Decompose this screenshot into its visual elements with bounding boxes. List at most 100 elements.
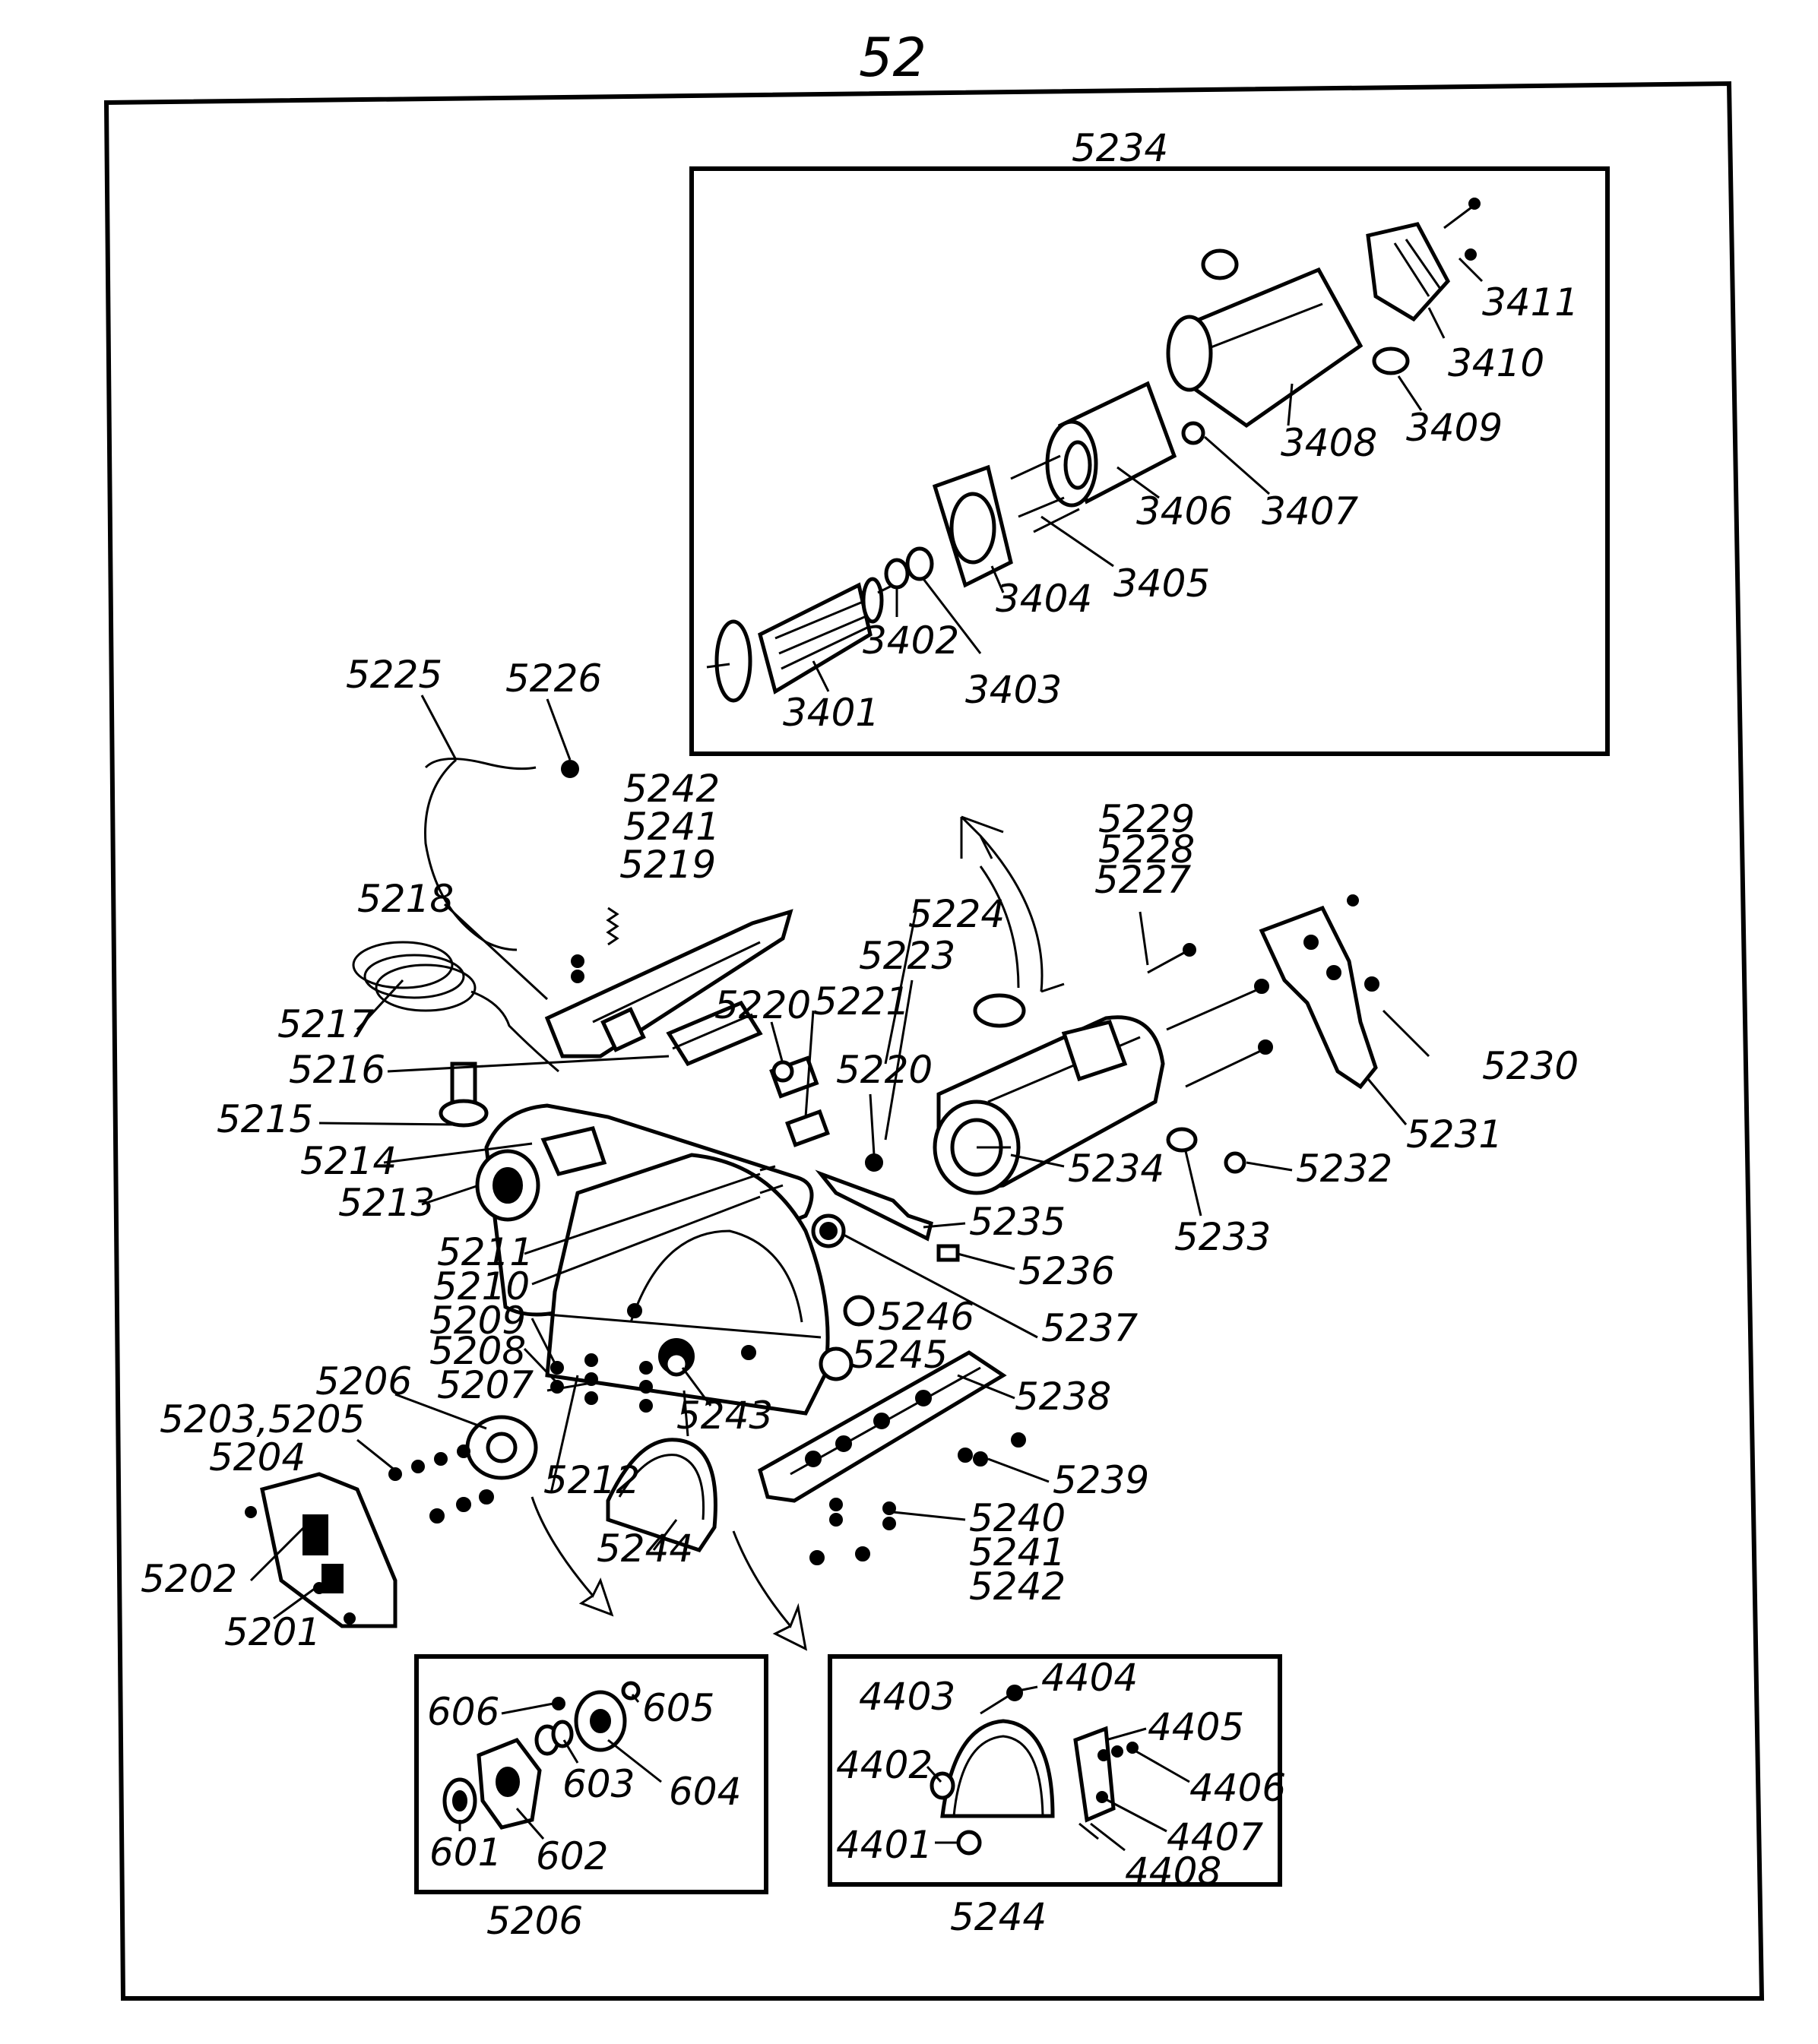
callout-5233: 5233 [1174, 1215, 1271, 1259]
callout-3401: 3401 [783, 691, 879, 735]
callout-603: 603 [562, 1762, 635, 1806]
figure-number: 52 [859, 27, 926, 89]
brush-5233 [1166, 1127, 1198, 1153]
callout-4402: 4402 [836, 1743, 933, 1787]
callout-5206: 5206 [315, 1359, 412, 1403]
callout-5243: 5243 [676, 1394, 773, 1438]
callout-3409: 3409 [1406, 406, 1503, 450]
lower-guard-5244 [606, 1438, 717, 1552]
callout-3408: 3408 [1281, 421, 1377, 465]
motor-exploded-parts [706, 198, 1481, 703]
cord-plug-5226 [561, 760, 579, 778]
callout-3402: 3402 [863, 619, 959, 663]
end-cap-3410 [1366, 222, 1451, 322]
callout-4403: 4403 [859, 1675, 955, 1719]
screw-3407 [1181, 421, 1205, 445]
callout-5230: 5230 [1482, 1044, 1579, 1088]
base-hardware [809, 1432, 1026, 1565]
callout-604: 604 [669, 1770, 741, 1814]
callout-5242-top: 5242 [623, 767, 720, 811]
callout-5236: 5236 [1018, 1249, 1115, 1293]
callout-3407: 3407 [1262, 489, 1358, 533]
motor-inset-frame [689, 166, 1610, 756]
outer-frame [103, 81, 1765, 2001]
callout-5245: 5245 [851, 1333, 948, 1377]
brush-3409 [1372, 346, 1410, 375]
bearing-3402 [884, 558, 910, 590]
callout-5225: 5225 [346, 653, 442, 697]
callout-602: 602 [536, 1834, 608, 1878]
callout-5202: 5202 [141, 1557, 237, 1601]
callout-5242-bottom: 5242 [969, 1565, 1066, 1609]
callout-4405: 4405 [1148, 1705, 1244, 1749]
motor-callouts: 3401 3402 3403 3404 3405 3406 3407 3408 … [783, 280, 1579, 735]
main-leaders [249, 695, 1430, 1620]
callout-5227: 5227 [1094, 858, 1191, 902]
callout-5207: 5207 [437, 1363, 534, 1407]
callout-5241-bottom: 5241 [969, 1530, 1066, 1574]
callout-5229: 5229 [1098, 797, 1195, 841]
bearing-3403 [905, 546, 934, 581]
handle-5218 [544, 909, 793, 1058]
callout-5240: 5240 [969, 1496, 1066, 1540]
callout-5214: 5214 [300, 1139, 397, 1183]
callout-5218: 5218 [357, 877, 454, 921]
main-assembly-parts [245, 758, 1379, 1651]
end-cover-5202 [245, 1472, 397, 1628]
arrow-to-flange-inset [531, 1496, 614, 1617]
callout-601: 601 [429, 1830, 502, 1875]
motor-screws [1147, 943, 1273, 1088]
callout-5210: 5210 [433, 1264, 530, 1308]
callout-5220-a: 5220 [714, 983, 811, 1027]
callout-5241-top: 5241 [623, 805, 720, 849]
callout-5224: 5224 [908, 892, 1005, 936]
callout-5212: 5212 [543, 1458, 640, 1502]
callout-5204: 5204 [209, 1435, 306, 1479]
callout-3411: 3411 [1482, 280, 1579, 324]
callout-5234-main: 5234 [1068, 1147, 1164, 1191]
callout-5213: 5213 [338, 1181, 435, 1225]
callout-5209: 5209 [429, 1299, 526, 1343]
callout-4406: 4406 [1189, 1766, 1286, 1810]
callout-5228: 5228 [1098, 827, 1195, 872]
power-cord [424, 758, 537, 951]
callout-5223: 5223 [859, 934, 955, 978]
callout-5239: 5239 [1053, 1458, 1149, 1502]
callout-5211: 5211 [437, 1230, 534, 1274]
base-plate-5238 [758, 1350, 1007, 1503]
callout-4404: 4404 [1041, 1656, 1138, 1700]
callout-3405: 3405 [1113, 562, 1210, 606]
knob-5246 [843, 1295, 875, 1327]
flange-callouts: 606 605 603 604 601 602 [427, 1686, 741, 1878]
flange-inset-title: 5206 [486, 1899, 583, 1943]
callout-5232: 5232 [1296, 1147, 1392, 1191]
callout-4407: 4407 [1167, 1815, 1263, 1859]
arrow-to-guard-inset [732, 1530, 808, 1651]
flange-parts [442, 1681, 641, 1830]
shaft-parts [759, 1165, 960, 1262]
callout-5246: 5246 [878, 1295, 974, 1339]
callout-3406: 3406 [1136, 489, 1233, 533]
motor-inset-title: 5234 [1072, 126, 1168, 170]
brush-cap [1201, 248, 1239, 280]
brush-holder [973, 993, 1026, 1028]
knob-5245 [819, 1346, 854, 1381]
guard-parts [930, 1685, 1139, 1856]
callout-605: 605 [642, 1686, 714, 1730]
callout-3410: 3410 [1448, 341, 1544, 385]
guard-inset-frame [828, 1654, 1282, 1887]
flange-inset-frame [414, 1654, 768, 1894]
switch-5216 [666, 1000, 763, 1067]
main-callouts: 5225 5226 5242 5241 5219 5218 5217 5216 … [141, 653, 1579, 1654]
callout-5231: 5231 [1406, 1112, 1503, 1156]
end-plate-3404 [932, 464, 1013, 588]
callout-4408: 4408 [1125, 1849, 1221, 1894]
callout-5226: 5226 [505, 657, 602, 701]
guard-inset-title: 5244 [950, 1895, 1047, 1939]
callout-4401: 4401 [836, 1823, 933, 1867]
callout-5217: 5217 [277, 1002, 374, 1046]
motor-assembly-5234 [933, 1015, 1165, 1195]
armature-part [706, 577, 901, 703]
callout-5238: 5238 [1015, 1375, 1111, 1419]
